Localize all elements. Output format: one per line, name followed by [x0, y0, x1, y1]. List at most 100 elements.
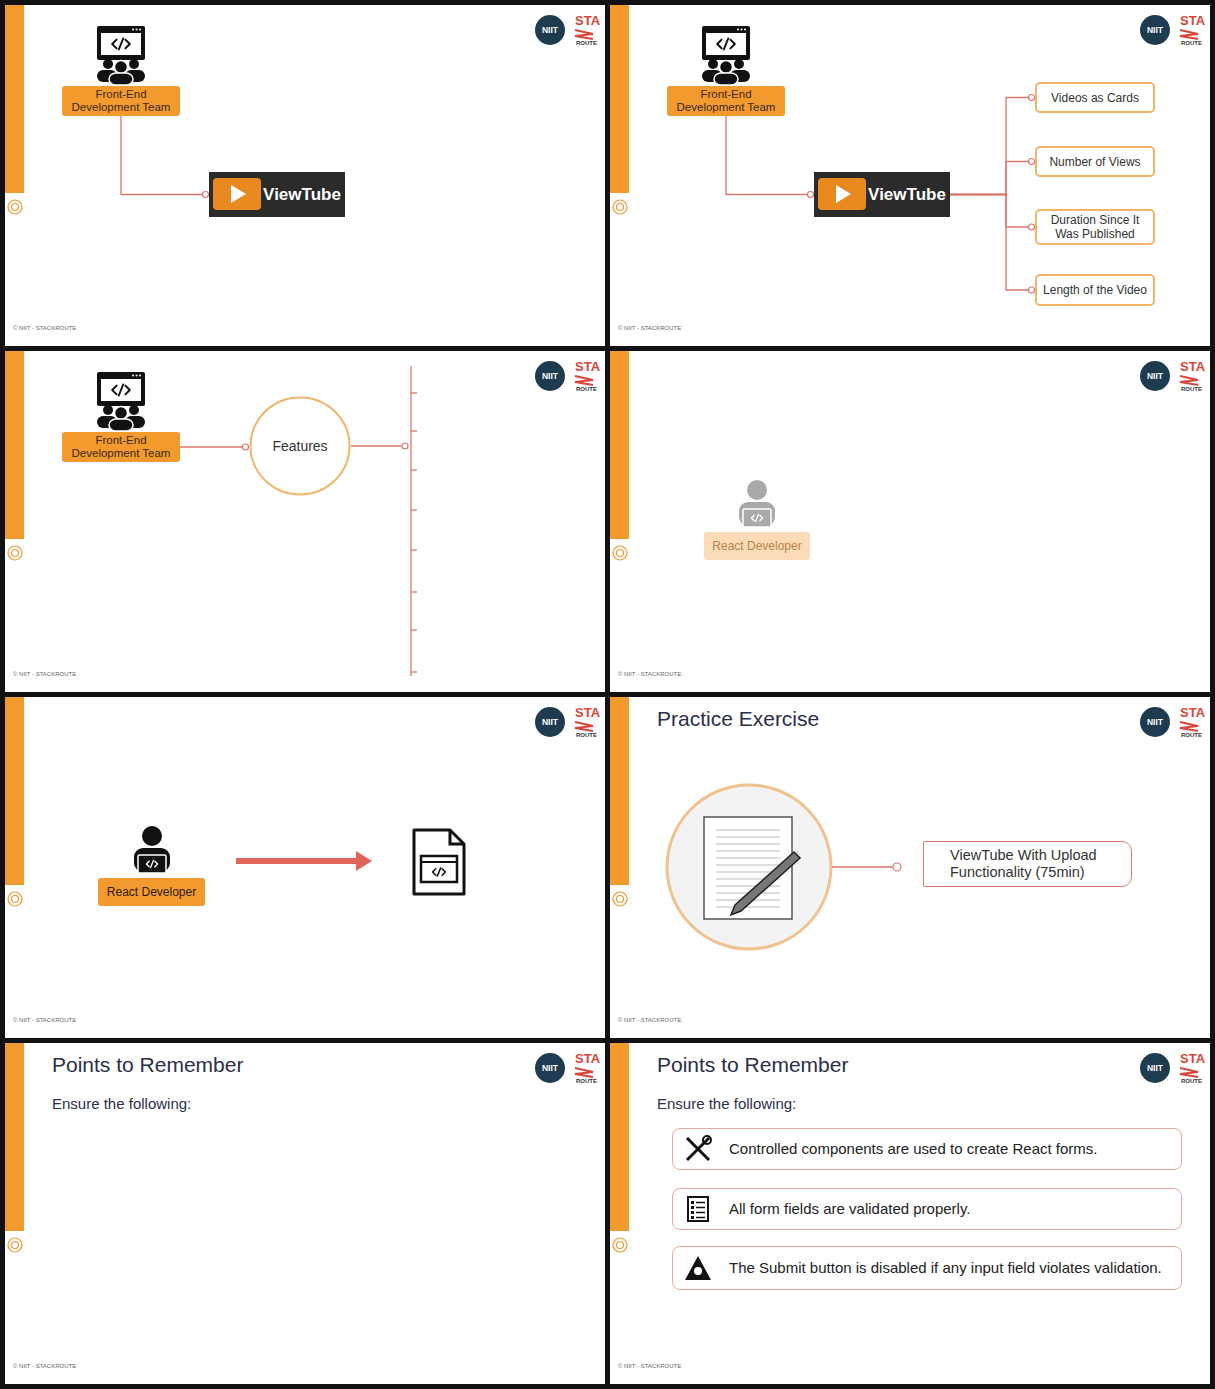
node-text: Controlled components are used to create… [729, 1140, 1098, 1158]
node-text: Length of the Video [1043, 283, 1147, 297]
body [109, 419, 133, 431]
accent-ring [617, 204, 624, 211]
feature-box: Videos as Cards [1035, 82, 1155, 113]
screen [706, 33, 746, 55]
connector-line [950, 162, 1028, 195]
footer-note: © NIIT - STACKROUTE [13, 325, 76, 332]
accent-bar [5, 1043, 24, 1231]
logo-zigzag [575, 1068, 593, 1077]
slide-panel [5, 1043, 605, 1384]
developer-icon [739, 480, 775, 527]
checklist-icon [688, 1197, 708, 1221]
accent-ring [8, 892, 22, 906]
logo-zigzag [575, 722, 593, 731]
paper-line [716, 829, 780, 830]
team-box: Front-End Development Team [62, 86, 180, 116]
accent-ring [613, 892, 627, 906]
logo-badge: NIIT [1140, 707, 1170, 737]
feature-box: Number of Views [1035, 146, 1155, 177]
laptop [138, 855, 166, 873]
bracket-tick [411, 392, 417, 393]
dot [139, 29, 141, 31]
connector [726, 116, 814, 198]
logo-zigzag [1180, 722, 1198, 731]
body [109, 73, 133, 85]
connector [121, 116, 209, 198]
checklist-icon [696, 1217, 705, 1219]
paper-line [716, 857, 780, 858]
code-symbol [112, 385, 130, 396]
app-box: ViewTube [209, 172, 345, 217]
connector-line [121, 116, 202, 195]
app-box: ViewTube [814, 172, 950, 217]
code-symbol [717, 39, 735, 50]
play-button [818, 178, 866, 210]
head [734, 59, 744, 69]
feature-circle: Features [249, 396, 351, 496]
logo-badge: NIIT [1140, 361, 1170, 391]
head [115, 407, 128, 420]
node-text: ViewTube [263, 185, 341, 205]
checklist-icon [691, 1206, 694, 1209]
play-icon [213, 178, 261, 210]
connector-dot [203, 192, 209, 198]
developer-icon [134, 826, 170, 873]
logo-text: ROUTE [1181, 386, 1202, 393]
monitor [97, 372, 145, 406]
footer-note: © NIIT - STACKROUTE [618, 325, 681, 332]
accent-ring [12, 204, 19, 211]
paper-line [716, 906, 780, 907]
developer-team-icon [97, 372, 145, 431]
team-box: Front-End Development Team [62, 432, 180, 462]
connector-dot [1029, 95, 1035, 101]
leader-line [832, 866, 893, 867]
paper-line [716, 864, 780, 865]
logo-badge: NIIT [535, 15, 565, 45]
feature-box: Duration Since It Was Published [1035, 209, 1155, 245]
slide-panel [610, 1043, 1210, 1384]
screen [101, 379, 141, 401]
team-box: Front-End Development Team [667, 86, 785, 116]
flow-arrow [236, 858, 358, 864]
file-icon [414, 830, 464, 894]
node-text: Videos as Cards [1051, 91, 1139, 105]
accent-ring [12, 896, 19, 903]
play-button [213, 178, 261, 210]
footer-note: © NIIT - STACKROUTE [618, 671, 681, 678]
feature-box: Length of the Video [1035, 274, 1155, 306]
body [714, 73, 738, 85]
code-symbol [433, 868, 446, 876]
accent-ring [8, 1238, 22, 1252]
connector-dot [243, 444, 249, 450]
logo-badge: NIIT [1140, 15, 1170, 45]
tool-icon [687, 1138, 709, 1160]
logo-zigzag [1180, 30, 1198, 39]
role-box: React Developer [704, 532, 810, 560]
accent-ring [617, 896, 624, 903]
slide-title: Practice Exercise [657, 707, 819, 731]
node-text: ViewTube [868, 185, 946, 205]
connector-dot [1029, 287, 1035, 293]
paper-line [716, 836, 780, 837]
node-text: React Developer [107, 885, 196, 899]
connector-line [180, 446, 242, 447]
logo-badge: NIIT [1140, 1053, 1170, 1083]
circle-outline [251, 398, 350, 495]
play-icon [818, 178, 866, 210]
logo-zigzag [1180, 376, 1198, 385]
connector-dot [402, 443, 408, 449]
footer-note: © NIIT - STACKROUTE [618, 1363, 681, 1370]
head [142, 826, 162, 846]
checklist-icon [691, 1211, 694, 1214]
head [129, 59, 139, 69]
code-symbol [751, 515, 762, 522]
dot [136, 375, 138, 377]
body [134, 848, 170, 872]
bracket-tick [411, 509, 417, 510]
head [115, 61, 128, 74]
logo-badge: NIIT [535, 707, 565, 737]
connector-dot [1029, 159, 1035, 165]
